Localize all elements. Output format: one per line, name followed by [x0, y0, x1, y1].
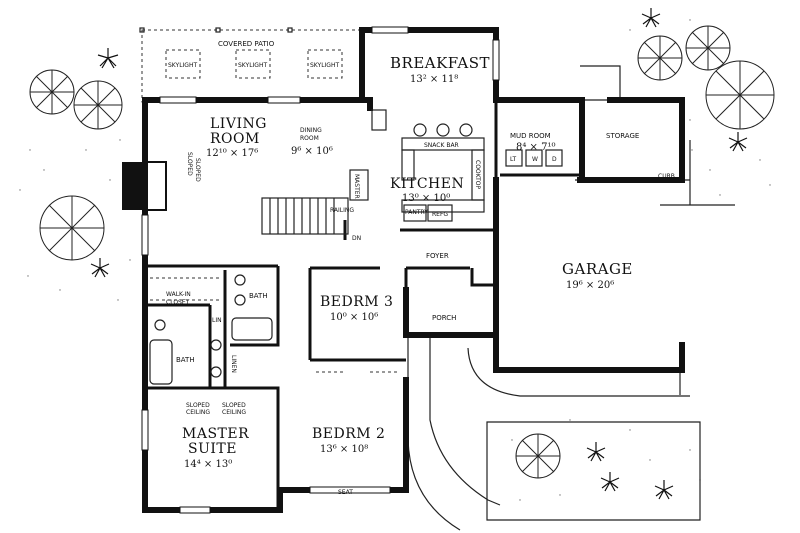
- shrub-front-3: [654, 480, 674, 500]
- fixtures: [149, 109, 563, 385]
- stipple-texture: [19, 19, 771, 501]
- sloped-label-2: SLOPED: [222, 402, 246, 409]
- sink-master-2: [210, 366, 222, 378]
- bedrm3-dims: 10⁰ × 10⁶: [330, 312, 378, 323]
- tree-left-1: [29, 69, 75, 115]
- covered-patio-label: COVERED PATIO: [218, 40, 275, 48]
- skylight-label-1: SKYLIGHT: [168, 62, 197, 69]
- shrub-left-2: [90, 258, 110, 278]
- sink-hall: [234, 274, 246, 286]
- garage-label: GARAGE: [562, 260, 633, 278]
- refg-label: REFG: [432, 211, 448, 218]
- tree-right-3: [705, 60, 775, 130]
- cooktop-label: COOKTOP: [474, 160, 481, 189]
- dining-room-dims: 9⁶ × 10⁶: [291, 146, 333, 157]
- ceiling-label-2: CEILING: [222, 409, 246, 416]
- porch-label: PORCH: [432, 314, 456, 322]
- interior-walls: [145, 100, 580, 510]
- seat-label: SEAT: [338, 489, 353, 496]
- room-labels: BREAKFAST 13² × 11⁸ LIVING ROOM 12¹⁰ × 1…: [166, 54, 675, 496]
- master-suite-line1: MASTER: [182, 426, 249, 442]
- tree-front-yard: [515, 433, 561, 479]
- covered-patio: COVERED PATIO SKYLIGHT SKYLIGHT SKYLIGHT: [139, 27, 365, 103]
- landscape: [19, 8, 775, 501]
- bath-hall-label: BATH: [249, 292, 268, 300]
- mud-room-dims: 8⁴ × 7¹⁰: [516, 142, 556, 153]
- bedrm2-label: BEDRM 2: [312, 426, 385, 442]
- bedrm2-dims: 13⁶ × 10⁸: [320, 444, 368, 455]
- tree-left-2: [73, 80, 123, 130]
- walk-in-closet-line2: CLOSET: [166, 299, 190, 306]
- linen-label: LINEN: [230, 355, 237, 373]
- tree-left-3: [39, 195, 105, 261]
- staircase: [261, 197, 349, 235]
- snack-bar-label: SNACK BAR: [424, 142, 459, 149]
- shrub-front-2: [600, 472, 620, 492]
- laundry-w: W: [532, 156, 538, 163]
- bar-stool-2: [436, 123, 450, 137]
- breakfast-label: BREAKFAST: [390, 54, 490, 72]
- tree-right-1: [637, 35, 683, 81]
- skylight-label-2: SKYLIGHT: [238, 62, 267, 69]
- sloped-ceiling-vertical-2: SLOPED: [194, 158, 201, 182]
- ceiling-label-1: CEILING: [186, 409, 210, 416]
- window-markers: [141, 26, 500, 514]
- shrub-left-1: [97, 48, 119, 69]
- master-suite-line2: SUITE: [188, 441, 237, 457]
- laundry-lt: LT: [510, 156, 517, 163]
- dining-room-label-line1: DINING: [300, 127, 322, 134]
- skylight-label-3: SKYLIGHT: [310, 62, 339, 69]
- bedrm3-label: BEDRM 3: [320, 294, 393, 310]
- sloped-ceiling-vertical-1: SLOPED: [186, 152, 193, 176]
- dining-room-label-line2: ROOM: [300, 135, 319, 142]
- toilet-master: [154, 319, 166, 331]
- living-room-dims: 12¹⁰ × 17⁶: [206, 148, 258, 159]
- railing-label: RAILING: [330, 207, 354, 214]
- kitchen-dims: 13⁰ × 10⁰: [402, 193, 450, 204]
- storage-label: STORAGE: [606, 132, 639, 140]
- bathtub-master: [149, 339, 173, 385]
- mud-room-label: MUD ROOM: [510, 132, 551, 140]
- master-closet-label: MASTER: [353, 174, 360, 199]
- dn-label: DN: [352, 235, 361, 242]
- foyer-label: FOYER: [426, 252, 449, 260]
- sink-master-1: [210, 339, 222, 351]
- bathtub-hall: [231, 317, 273, 341]
- sloped-label-1: SLOPED: [186, 402, 210, 409]
- tree-right-2: [685, 25, 731, 71]
- shrub-front-1: [586, 442, 606, 462]
- kitchen-label: KITCHEN: [390, 176, 464, 192]
- laundry-d: D: [552, 156, 557, 163]
- garage-dims: 19⁶ × 20⁶: [566, 280, 614, 291]
- shrub-right-2: [728, 132, 748, 152]
- curb-label: CURB: [658, 173, 675, 180]
- toilet-hall: [234, 294, 246, 306]
- walk-in-closet-line1: WALK-IN: [166, 291, 191, 298]
- living-room-label-line1: LIVING: [210, 116, 267, 132]
- breakfast-dims: 13² × 11⁸: [410, 74, 458, 85]
- master-suite-dims: 14⁴ × 13⁰: [184, 459, 232, 470]
- living-room-label-line2: ROOM: [210, 131, 260, 147]
- pantry-label: PANTRY: [405, 209, 428, 216]
- bar-stool-3: [459, 123, 473, 137]
- shrub-right-1: [641, 8, 661, 28]
- lin-label: LIN: [212, 317, 222, 324]
- bar-stool-1: [413, 123, 427, 137]
- walkways: [407, 65, 735, 531]
- bath-master-label: BATH: [176, 356, 195, 364]
